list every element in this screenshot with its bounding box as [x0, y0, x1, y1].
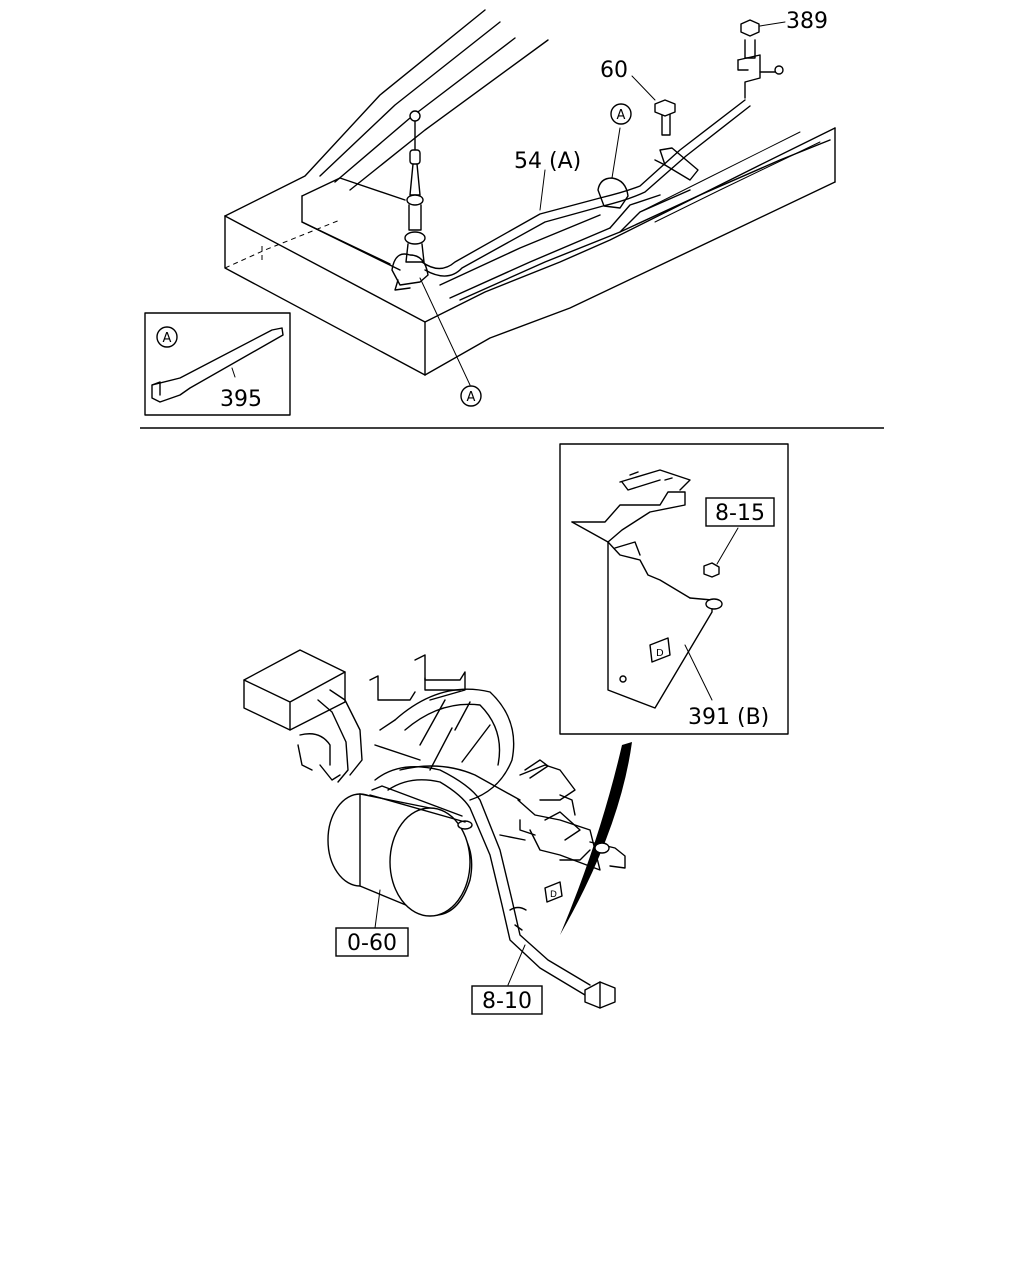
- svg-text:8-15: 8-15: [715, 501, 765, 526]
- svg-text:A: A: [467, 390, 476, 405]
- leaders-lower: [374, 889, 526, 986]
- ref-box-8-10: 8-10: [471, 985, 543, 1015]
- svg-text:8-10: 8-10: [482, 989, 532, 1014]
- callout-395: 395: [220, 387, 262, 412]
- callout-60: 60: [600, 58, 628, 83]
- svg-text:A: A: [617, 108, 626, 123]
- svg-text:0-60: 0-60: [347, 931, 397, 956]
- transmission-assembly: D: [243, 649, 626, 1009]
- marker-b-lower: D: [550, 890, 557, 900]
- ref-box-0-60: 0-60: [335, 927, 409, 957]
- callout-54: 54 (A): [514, 149, 581, 174]
- detail-pointer: [560, 742, 632, 935]
- leaders-upper: [419, 21, 786, 386]
- ref-box-8-15: 8-15: [705, 497, 775, 527]
- detail-box-391: D 391 (B): [559, 443, 789, 735]
- marker-a-lower: A: [460, 385, 482, 407]
- callout-391: 391 (B): [688, 705, 769, 730]
- callout-389: 389: [786, 9, 828, 34]
- marker-a-upper: A: [610, 103, 632, 125]
- detail-box-395: A 395: [144, 312, 291, 416]
- frame-rail: [224, 9, 836, 376]
- marker-b-upper: D: [656, 648, 664, 659]
- svg-text:A: A: [163, 331, 172, 346]
- cable-assembly: [391, 19, 784, 291]
